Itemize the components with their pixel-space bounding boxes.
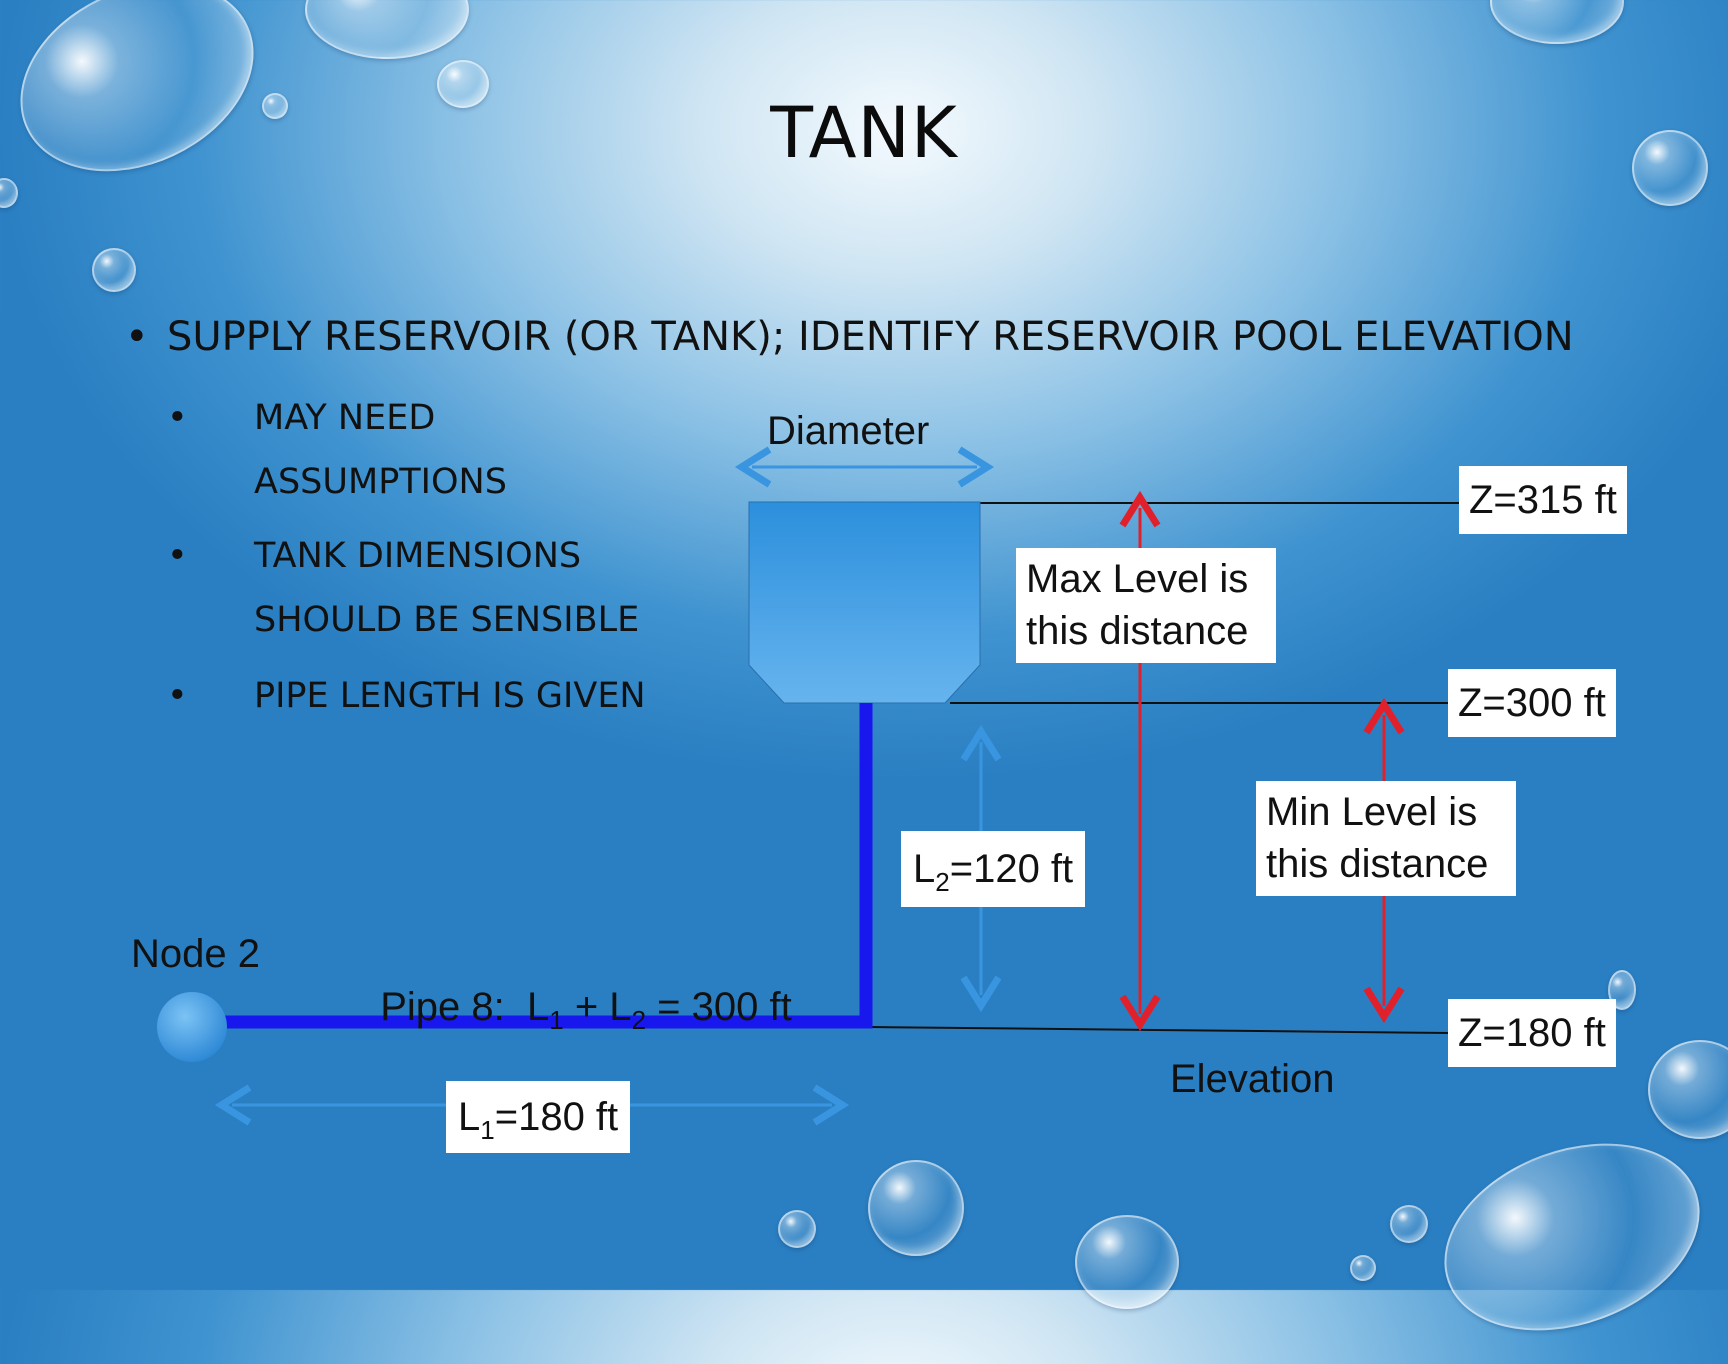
water-drop-decoration [92,248,136,292]
bullet-glyph: • [167,398,188,438]
bullet-glyph: • [125,314,149,360]
sub-bullet-line: ASSUMPTIONS [254,462,507,502]
l2-symbol: L [913,847,936,891]
l2-subscript: 2 [935,867,950,897]
elevation-label: Elevation [1170,1057,1335,1101]
sub-bullet: • TANK DIMENSIONS SHOULD BE SENSIBLE [167,524,640,652]
max-level-line: this distance [1026,609,1249,653]
node-2-label: Node 2 [131,932,260,976]
pipe-8-label: Pipe 8: L1 + L2 = 300 ft [358,940,792,1036]
bullet-glyph: • [167,536,188,576]
main-bullet-text: SUPPLY RESERVOIR (OR TANK); IDENTIFY RES… [167,314,1574,360]
bullet-glyph: • [167,676,188,716]
water-drop-decoration [262,93,288,119]
l1-symbol: L [458,1095,481,1139]
min-level-label: Min Level is this distance [1256,781,1516,896]
pipe-label-sub1: 1 [549,1005,564,1035]
pipe-label-mid: + L [563,985,632,1029]
water-drop-decoration [1632,130,1708,206]
z-300-label: Z=300 ft [1448,669,1616,737]
max-level-label: Max Level is this distance [1016,548,1276,663]
l2-label: L2=120 ft [901,831,1086,907]
min-level-line: Min Level is [1266,790,1478,834]
water-drop-decoration [0,178,18,208]
max-level-line: Max Level is [1026,557,1249,601]
water-drop-decoration [868,1160,964,1256]
sub-bullet-line: TANK DIMENSIONS [254,536,582,576]
node-2-circle [157,992,227,1062]
sub-bullet-line: PIPE LENGTH IS GIVEN [254,676,646,716]
l1-subscript: 1 [480,1115,495,1145]
pipe-8 [192,703,873,1029]
l2-value: =120 ft [949,847,1074,891]
pipe-label-suffix: = 300 ft [646,985,792,1029]
min-level-line: this distance [1266,842,1489,886]
water-drop-decoration [778,1210,816,1248]
water-drop-decoration [1350,1255,1376,1281]
tank-shape [748,501,981,704]
water-drop-decoration [1390,1205,1428,1243]
slide-title: TANK [770,92,958,174]
elevation-line-180 [869,1026,1451,1034]
sub-bullet-line: MAY NEED [254,398,436,438]
pipe-label-sub2: 2 [631,1005,647,1035]
sub-bullet-line: SHOULD BE SENSIBLE [254,600,640,640]
z-180-label: Z=180 ft [1448,999,1616,1067]
pipe-label-prefix: Pipe 8: L [380,985,550,1029]
l1-label: L1=180 ft [446,1081,631,1153]
l1-value: =180 ft [494,1095,619,1139]
water-drop-decoration [1648,1040,1728,1139]
water-drop-decoration [437,60,489,108]
sub-bullet: • MAY NEED ASSUMPTIONS [167,386,507,514]
diameter-label: Diameter [767,409,930,453]
z-315-label: Z=315 ft [1459,466,1627,534]
sub-bullet: • PIPE LENGTH IS GIVEN [167,664,646,728]
tank-diagram [157,446,1460,1126]
